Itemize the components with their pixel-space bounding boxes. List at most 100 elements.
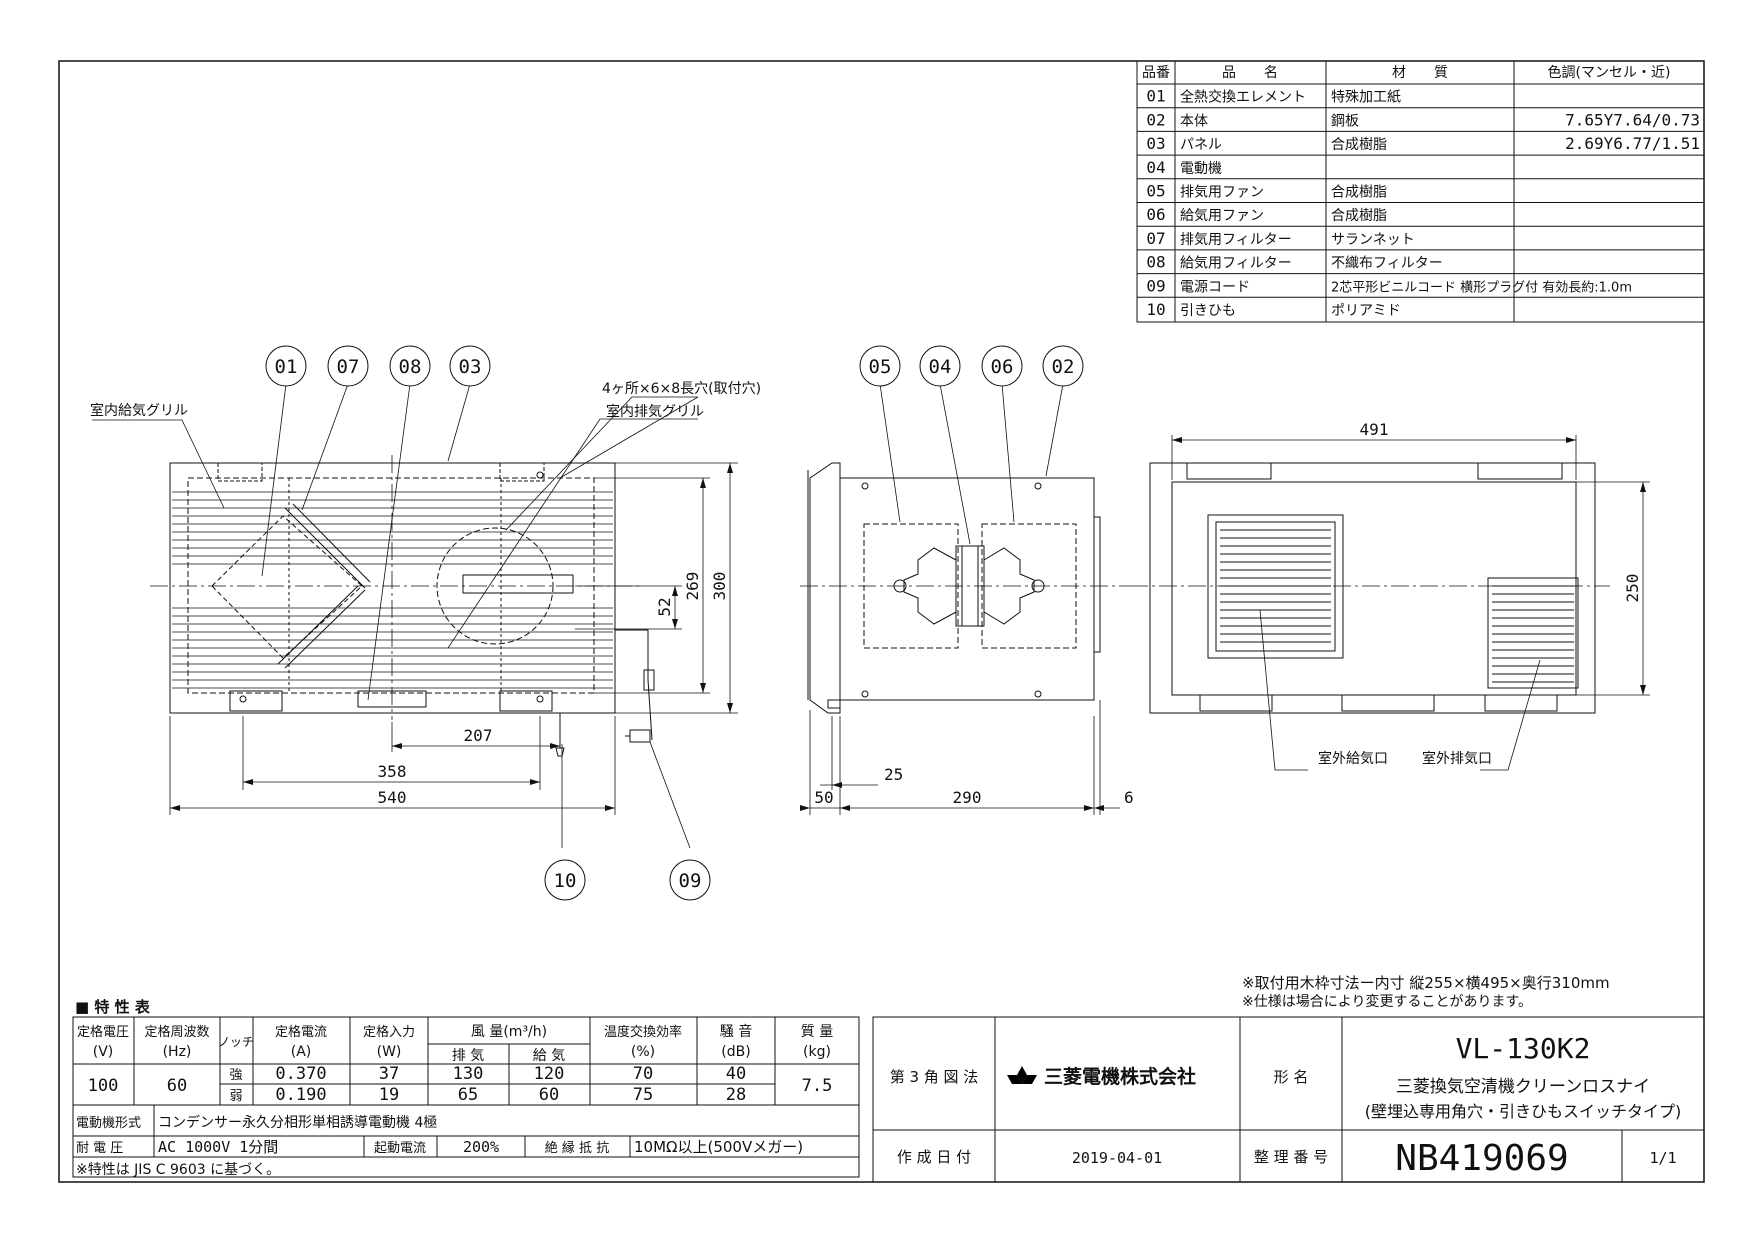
spec-input: 19 (379, 1085, 399, 1105)
side-dimensions (809, 700, 1120, 815)
spec-motor-label: 電動機形式 (76, 1116, 141, 1131)
spec-h-airflow: 風 量(m³/h) (471, 1024, 547, 1040)
spec-supply: 120 (534, 1064, 565, 1084)
parts-row-name: 電動機 (1180, 161, 1222, 177)
spec-noise: 40 (726, 1064, 746, 1084)
doc-number: NB419069 (1395, 1138, 1568, 1179)
dim-540: 540 (378, 788, 407, 807)
callout-circle (859, 345, 901, 387)
callout-circle (544, 859, 586, 901)
back-louver-exhaust (1492, 585, 1574, 683)
callout-circle (449, 345, 491, 387)
spec-exhaust: 65 (458, 1085, 478, 1105)
mount-holes-label: 4ヶ所×6×8長穴(取付穴) (602, 381, 761, 397)
back-dim-arrows (1172, 437, 1646, 695)
spec-current: 0.370 (275, 1064, 326, 1084)
company-name: 三菱電機株式会社 (1044, 1065, 1196, 1088)
parts-row-name: 引きひも (1180, 303, 1236, 319)
parts-row-material: 2芯平形ビニルコード 横形プラグ付 有効長約:1.0m (1331, 280, 1632, 295)
parts-row-number: 09 (1146, 276, 1165, 295)
front-dimensions (169, 462, 738, 815)
front-view (150, 455, 655, 757)
parts-row-number: 05 (1146, 182, 1165, 201)
doc-number-label: 整 理 番 号 (1254, 1148, 1328, 1166)
dim-290: 290 (953, 788, 982, 807)
parts-row-name: 排気用フィルター (1180, 232, 1292, 248)
callout-label: 09 (679, 870, 702, 892)
callout-circle (669, 859, 711, 901)
back-leaders (1259, 609, 1541, 771)
parts-row-number: 01 (1146, 87, 1165, 106)
spec-h-supply: 給 気 (533, 1048, 565, 1064)
back-dimensions (1171, 435, 1650, 696)
parts-row-name: 全熱交換エレメント (1180, 89, 1306, 106)
callout-label: 07 (337, 356, 360, 378)
spec-h-efficiency: 温度交換効率 (604, 1024, 682, 1040)
outdoor-exhaust-label: 室外排気口 (1422, 750, 1492, 767)
side-view (800, 462, 1130, 714)
spec-current: 0.190 (275, 1085, 326, 1105)
spec-h-voltage-unit: (V) (93, 1044, 114, 1060)
spec-insulation-label: 絶 縁 抵 抗 (545, 1140, 609, 1156)
parts-row-name: 本体 (1180, 113, 1208, 129)
dim-6: 6 (1124, 788, 1134, 807)
callout-label: 06 (991, 356, 1014, 378)
spec-input: 37 (379, 1064, 399, 1084)
spec-start-current-label: 起動電流 (374, 1141, 426, 1156)
text-layer: 室内給気グリル4ヶ所×6×8長穴(取付穴)室内排気グリル室外給気口室外排気口54… (75, 381, 1681, 1179)
callout-circle (327, 345, 369, 387)
parts-row-material: 合成樹脂 (1331, 137, 1387, 153)
spec-insulation-value: 10MΩ以上(500Vメガー) (634, 1138, 803, 1156)
callout-label: 04 (929, 356, 952, 378)
date-label: 作 成 日 付 (897, 1148, 971, 1166)
spec-noise: 28 (726, 1085, 746, 1105)
parts-header-1: 品 名 (1222, 65, 1278, 81)
spec-h-current-unit: (A) (291, 1044, 312, 1060)
spec-h-mass-unit: (kg) (803, 1044, 831, 1060)
parts-header-3: 色調(マンセル・近) (1548, 64, 1671, 81)
parts-row-material: 鋼板 (1331, 113, 1359, 129)
title-block-frame (872, 1016, 1705, 1183)
parts-row-color: 7.65Y7.64/0.73 (1565, 110, 1700, 129)
spec-h-input: 定格入力 (363, 1024, 415, 1040)
parts-row-material: ポリアミド (1331, 303, 1401, 319)
sheet-border (58, 60, 1705, 1183)
parts-row-material: 不織布フィルター (1331, 256, 1443, 272)
dim-300: 300 (710, 572, 729, 601)
callout-label: 03 (459, 356, 482, 378)
spec-h-noise: 騒 音 (720, 1023, 752, 1040)
spec-h-freq-unit: (Hz) (163, 1044, 192, 1060)
callout-label: 08 (399, 356, 422, 378)
callout-label: 01 (275, 356, 298, 378)
spec-title: ■ 特 性 表 (75, 998, 151, 1016)
parts-row-name: 電源コード (1180, 279, 1250, 295)
spec-h-efficiency-unit: (%) (631, 1044, 655, 1060)
front-leaders (92, 383, 699, 849)
spec-footnote: ※特性は JIS C 9603 に基づく。 (76, 1161, 280, 1178)
parts-row-number: 03 (1146, 134, 1165, 153)
dim-50: 50 (814, 788, 833, 807)
spec-h-current: 定格電流 (275, 1024, 327, 1040)
spec-h-notch: ノッチ (218, 1035, 254, 1049)
side-leaders (879, 383, 1064, 545)
model-label: 形 名 (1274, 1068, 1309, 1086)
dim-250: 250 (1623, 574, 1642, 603)
spec-mass: 7.5 (802, 1076, 833, 1096)
callout-circle (1042, 345, 1084, 387)
parts-row-number: 06 (1146, 205, 1165, 224)
note-spec-change: ※仕様は場合により変更することがあります。 (1242, 993, 1532, 1010)
back-view (1130, 462, 1610, 714)
callout-label: 10 (554, 870, 577, 892)
callout-label: 02 (1052, 356, 1075, 378)
parts-row-number: 07 (1146, 229, 1165, 248)
parts-row-name: 給気用ファン (1180, 208, 1264, 224)
model-number: VL-130K2 (1456, 1032, 1591, 1065)
product-name-line1: 三菱換気空清機クリーンロスナイ (1396, 1077, 1650, 1097)
parts-row-color: 2.69Y6.77/1.51 (1565, 134, 1700, 153)
dim-52: 52 (655, 597, 674, 616)
dim-358: 358 (378, 762, 407, 781)
spec-h-freq: 定格周波数 (144, 1024, 209, 1040)
parts-row-number: 08 (1146, 253, 1165, 272)
parts-row-number: 10 (1146, 300, 1165, 319)
